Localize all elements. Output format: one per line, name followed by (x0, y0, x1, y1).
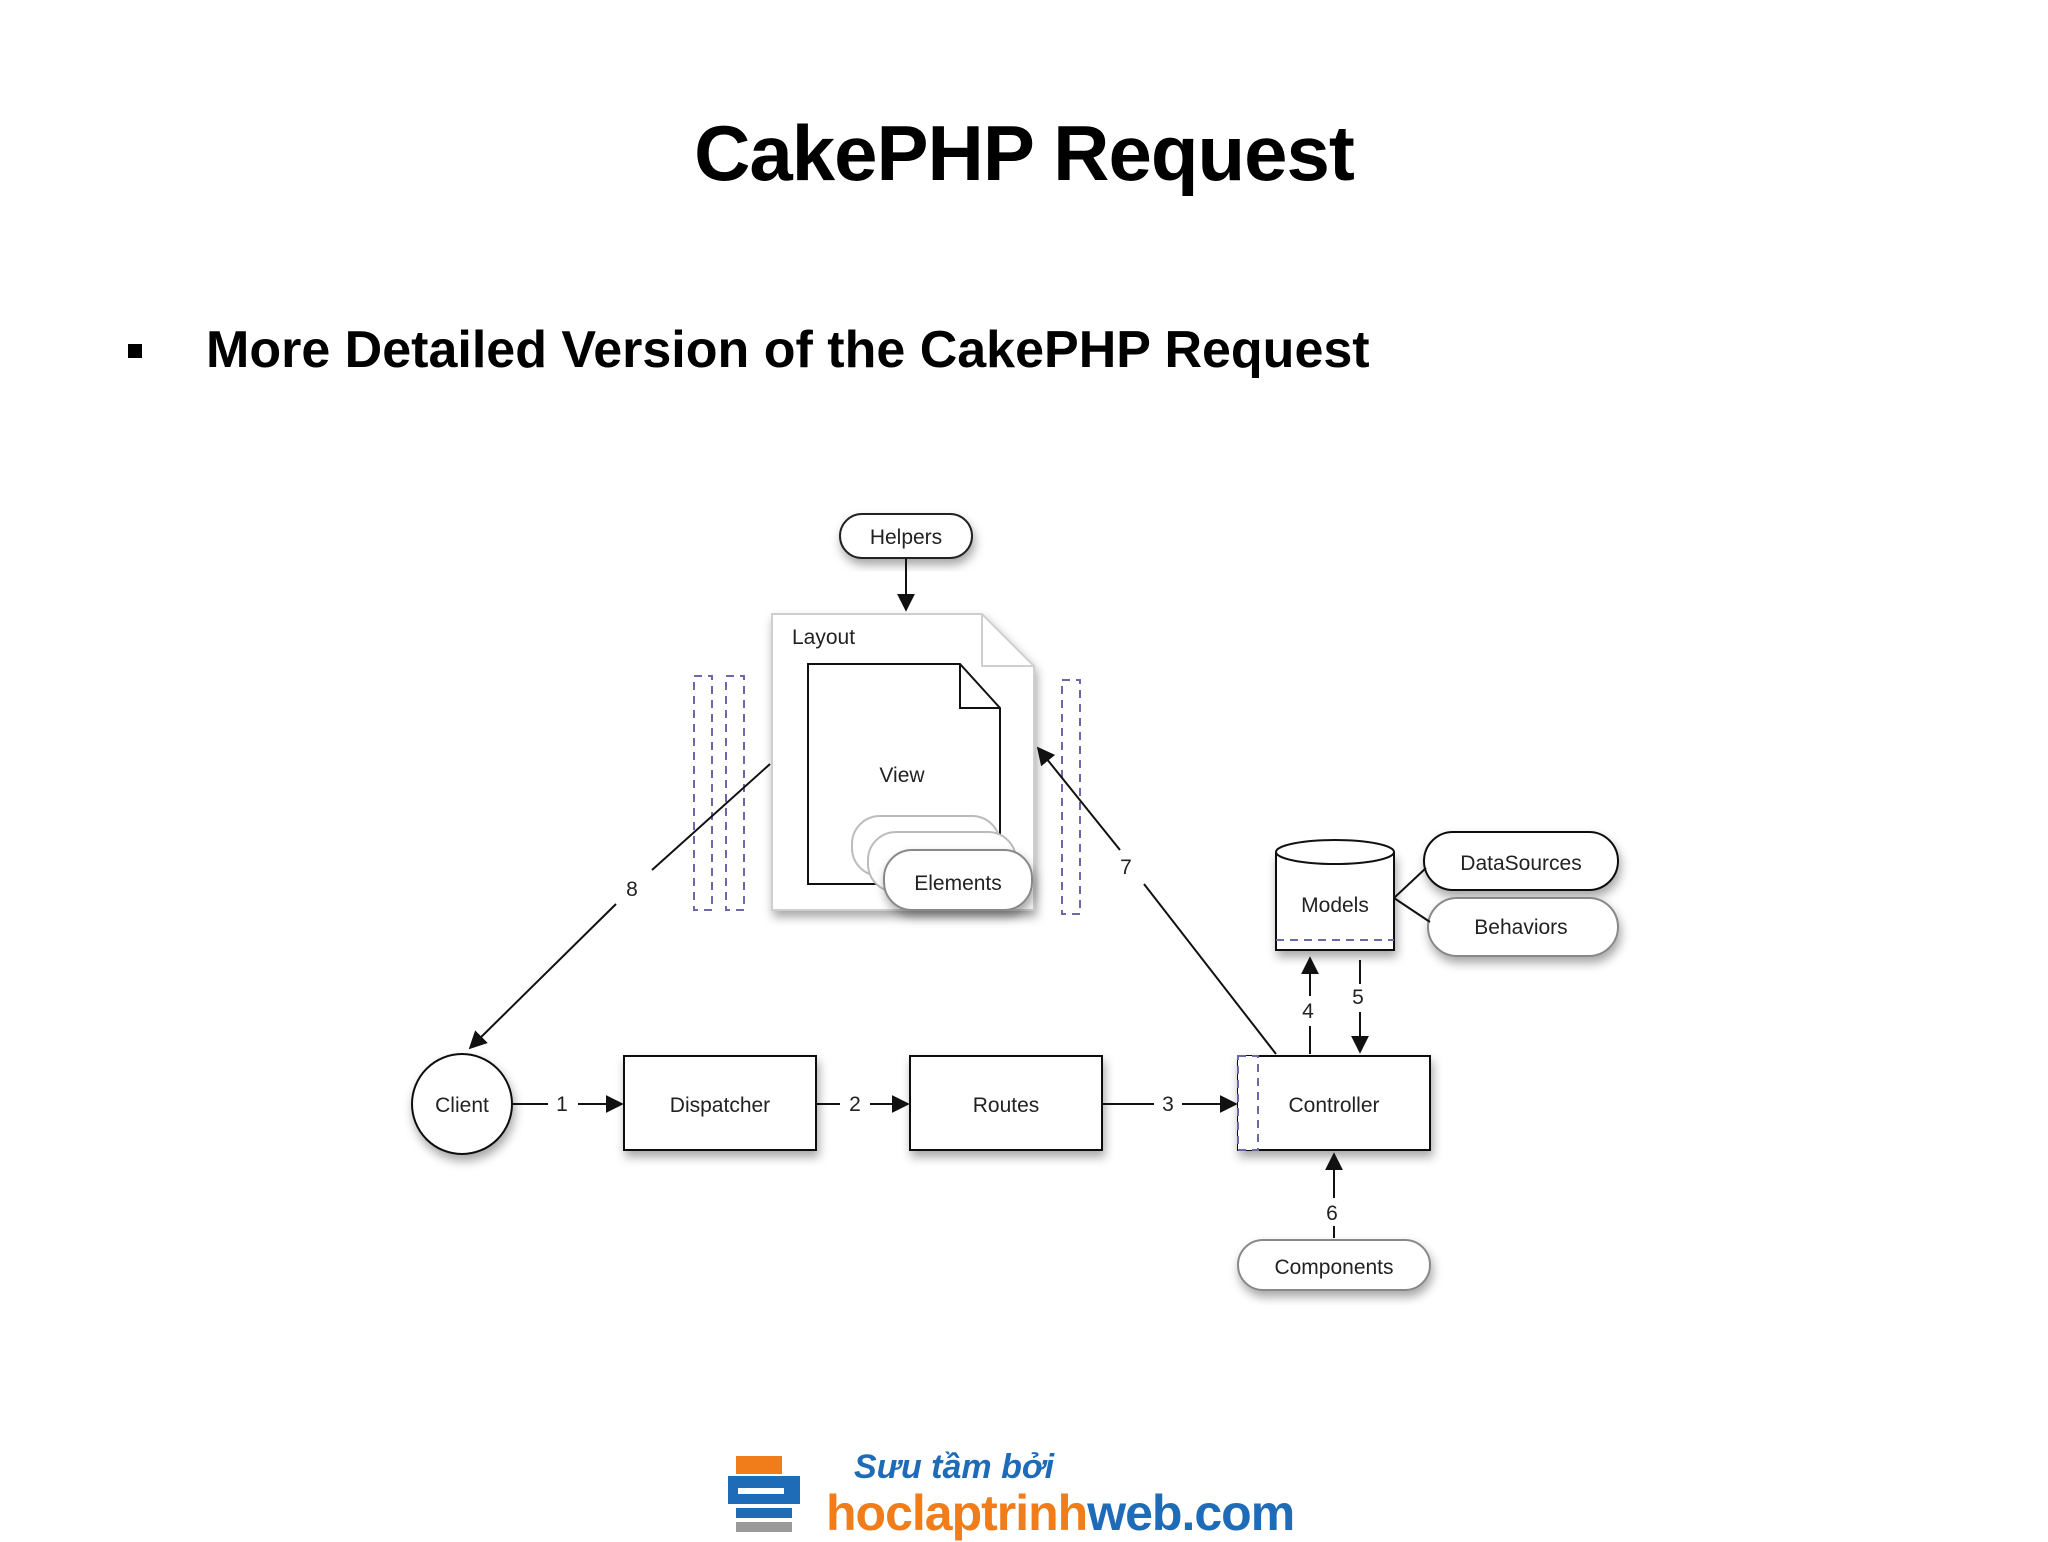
dispatcher-node: Dispatcher (623, 1055, 817, 1151)
elements-label: Elements (914, 872, 1002, 895)
step-8-label: 8 (626, 878, 638, 901)
step-3-label: 3 (1162, 1093, 1174, 1116)
dashed-bars-left (693, 675, 745, 911)
step-2-arrow: 2 (816, 1093, 910, 1116)
controller-label: Controller (1288, 1094, 1379, 1117)
behaviors-node: Behaviors (1427, 897, 1619, 957)
models-node: Models (1275, 839, 1395, 951)
routes-node: Routes (909, 1055, 1103, 1151)
bullet-square-icon (128, 344, 142, 358)
dispatcher-label: Dispatcher (670, 1094, 770, 1117)
models-datasources-link (1393, 867, 1427, 899)
step-1-arrow: 1 (512, 1093, 624, 1116)
elements-node: Elements (851, 815, 1033, 911)
helpers-label: Helpers (870, 526, 942, 549)
logo-printer-icon (728, 1456, 800, 1532)
routes-label: Routes (973, 1094, 1040, 1117)
step-2-label: 2 (849, 1093, 861, 1116)
step-7-label: 7 (1120, 856, 1132, 879)
logo-site-part2: web.com (1087, 1485, 1295, 1541)
components-node: Components (1237, 1239, 1431, 1291)
datasources-label: DataSources (1460, 852, 1581, 875)
view-label: View (879, 764, 925, 787)
datasources-node: DataSources (1423, 831, 1619, 891)
footer-logo: Sưu tầm bởi hoclaptrinhweb.com (726, 1448, 1366, 1541)
logo-site-name: hoclaptrinhweb.com (826, 1484, 1295, 1542)
step-6-arrow: 6 (1325, 1152, 1343, 1238)
dashed-bar-right (1061, 679, 1081, 915)
step-7-arrow: 7 (1036, 746, 1277, 1055)
logo-tagline: Sưu tầm bởi (854, 1448, 1055, 1486)
bullet-item: More Detailed Version of the CakePHP Req… (128, 320, 1370, 380)
models-label: Models (1301, 894, 1369, 917)
step-5-arrow: 5 (1351, 960, 1369, 1054)
step-6-label: 6 (1326, 1202, 1338, 1225)
step-4-label: 4 (1302, 1000, 1314, 1023)
step-1-label: 1 (556, 1093, 568, 1116)
slide-title: CakePHP Request (694, 109, 1355, 197)
client-node: Client (411, 1053, 513, 1155)
step-3-arrow: 3 (1102, 1093, 1238, 1116)
components-label: Components (1274, 1256, 1393, 1279)
controller-node: Controller (1237, 1055, 1431, 1151)
step-4-arrow: 4 (1301, 956, 1319, 1054)
layout-label: Layout (792, 626, 855, 649)
step-8-arrow: 8 (468, 763, 771, 1050)
logo-site-part1: hoclaptrinh (826, 1485, 1088, 1541)
models-behaviors-link (1393, 897, 1431, 923)
behaviors-label: Behaviors (1474, 916, 1567, 939)
bullet-text: More Detailed Version of the CakePHP Req… (206, 321, 1370, 379)
helpers-node: Helpers (839, 513, 973, 559)
client-label: Client (435, 1094, 489, 1117)
step-5-label: 5 (1352, 986, 1364, 1009)
